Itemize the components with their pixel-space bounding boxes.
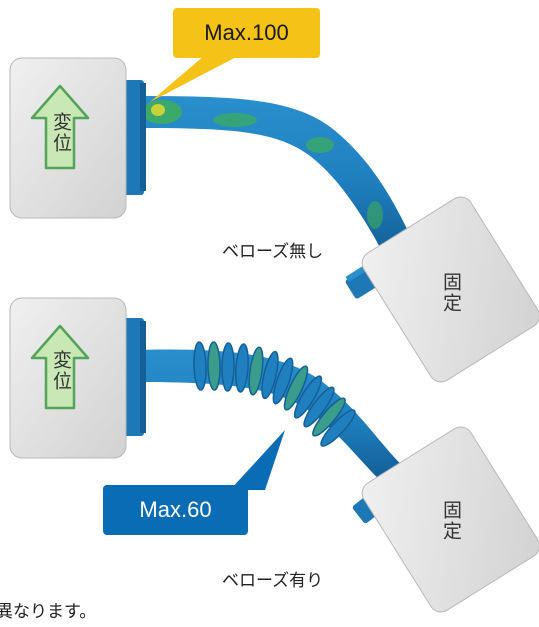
- bellows-ridge: [193, 341, 207, 391]
- stress-patch: [367, 201, 383, 229]
- bellows-ridge: [293, 375, 323, 419]
- flange-left: [124, 318, 144, 436]
- flange-left-edge: [140, 83, 146, 191]
- fixed-box: [361, 196, 539, 383]
- displacement-arrow-icon: [30, 84, 90, 170]
- max-callout-pointer: [230, 430, 285, 490]
- bellows-ridge: [312, 397, 346, 437]
- bellows-ridge: [221, 342, 235, 392]
- flange-left-edge: [140, 321, 146, 433]
- bellows-ridge: [272, 357, 294, 405]
- max-callout-box: [103, 485, 248, 535]
- bellows-ridge: [248, 346, 264, 396]
- displacement-arrow-icon: [30, 324, 90, 410]
- footnote: 異なります。: [0, 602, 97, 622]
- bellows-ridge: [207, 341, 221, 391]
- fixed-label-bottom: 固定: [440, 500, 462, 542]
- flange-left: [124, 80, 144, 195]
- displacement-label-bottom: 変位: [50, 350, 72, 392]
- bellows-ridge: [261, 350, 279, 400]
- max-callout-pointer: [150, 55, 240, 102]
- caption-without-bellows: ベローズ無し: [222, 242, 324, 262]
- displacement-label-top: 変位: [50, 112, 72, 154]
- bellows-ridge: [303, 386, 335, 428]
- panel-without-bellows: [9, 8, 539, 383]
- max-label-bottom: Max.60: [139, 497, 212, 522]
- bellows-ridge: [320, 409, 356, 447]
- fixed-box: [361, 426, 539, 613]
- stress-patch: [151, 104, 165, 116]
- bellows-ridges: [193, 341, 356, 447]
- max-callout-box: [173, 8, 320, 58]
- stress-patch: [306, 137, 334, 153]
- bellows-ridge: [235, 343, 249, 393]
- bellows-ridge: [283, 365, 309, 411]
- fixed-label-top: 固定: [440, 272, 462, 314]
- stress-patch: [213, 113, 257, 127]
- panel-with-bellows: [9, 297, 539, 613]
- max-label-top: Max.100: [204, 20, 289, 45]
- caption-with-bellows: ベローズ有り: [222, 571, 324, 591]
